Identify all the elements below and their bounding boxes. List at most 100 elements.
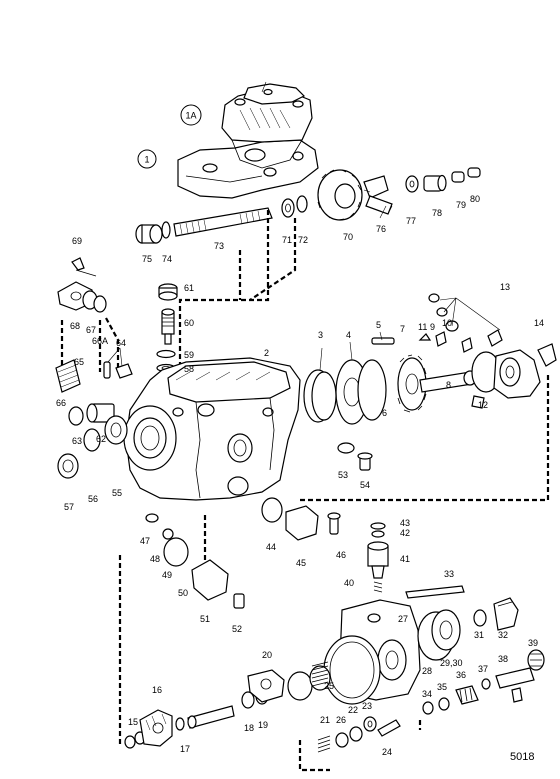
delivery-valve-parts [422, 649, 545, 715]
front-seal-stack [57, 415, 128, 479]
label-part-36: 36 [456, 670, 466, 680]
label-part-40: 40 [344, 578, 354, 588]
label-part-63: 63 [72, 436, 82, 446]
label-part-15: 15 [128, 717, 138, 727]
label-part-23: 23 [362, 701, 372, 711]
label-part-17: 17 [180, 744, 190, 754]
label-part-68: 68 [70, 321, 80, 331]
label-part-71: 71 [282, 235, 292, 245]
label-part-32: 32 [498, 630, 508, 640]
label-part-76: 76 [376, 224, 386, 234]
label-part-13: 13 [500, 282, 510, 292]
label-part-6: 6 [382, 408, 387, 418]
label-part-28: 28 [422, 666, 432, 676]
label-part-42: 42 [400, 528, 410, 538]
label-part-45: 45 [296, 558, 306, 568]
label-part-74: 74 [162, 254, 172, 264]
label-part-31: 31 [474, 630, 484, 640]
label-part-48: 48 [150, 554, 160, 564]
label-part-61: 61 [184, 283, 194, 293]
label-part-39: 39 [528, 638, 538, 648]
label-part-19: 19 [258, 720, 268, 730]
label-part-53: 53 [338, 470, 348, 480]
label-part-3: 3 [318, 330, 323, 340]
label-part-67: 67 [86, 325, 96, 335]
label-part-52: 52 [232, 624, 242, 634]
label-part-38: 38 [498, 654, 508, 664]
figure-code: 5018 [510, 751, 534, 763]
cover-plates [145, 497, 341, 609]
callout-circle-1a [180, 104, 202, 126]
label-part-72: 72 [298, 235, 308, 245]
label-part-43: 43 [400, 518, 410, 528]
assembly-path-lines [60, 210, 550, 772]
label-part-4: 4 [346, 330, 351, 340]
label-part-47: 47 [140, 536, 150, 546]
label-part-69: 69 [72, 236, 82, 246]
pump-housing [123, 357, 301, 501]
label-part-33: 33 [444, 569, 454, 579]
label-part-41: 41 [400, 554, 410, 564]
label-part-51: 51 [200, 614, 210, 624]
label-part-62: 62 [96, 434, 106, 444]
label-part-2: 2 [264, 348, 269, 358]
label-part-59: 59 [184, 350, 194, 360]
label-part-46: 46 [336, 550, 346, 560]
label-part-20: 20 [262, 650, 272, 660]
label-part-78: 78 [432, 208, 442, 218]
label-part-65: 65 [74, 357, 84, 367]
hydraulic-head [323, 585, 519, 705]
label-part-14: 14 [534, 318, 544, 328]
label-part-34: 34 [422, 689, 432, 699]
left-small-parts [55, 257, 178, 426]
stop-solenoid [367, 522, 389, 593]
label-part-35: 35 [437, 682, 447, 692]
label-part-12: 12 [478, 400, 488, 410]
label-part-9: 9 [430, 322, 435, 332]
drive-gear-assembly [303, 293, 557, 471]
label-part-80: 80 [470, 194, 480, 204]
label-part-5: 5 [376, 320, 381, 330]
label-part-26: 26 [336, 715, 346, 725]
label-part-58: 58 [184, 364, 194, 374]
label-part-37: 37 [478, 664, 488, 674]
bottom-parts-row [124, 661, 401, 753]
label-part-25: 25 [324, 681, 334, 691]
label-part-27: 27 [398, 614, 408, 624]
label-part-54: 54 [360, 480, 370, 490]
governor-housing [177, 83, 319, 199]
callout-1a: 1A [185, 111, 196, 121]
label-part-66: 66 [56, 398, 66, 408]
label-part-10: 10 [442, 318, 452, 328]
label-part-24: 24 [382, 747, 392, 757]
label-part-50: 50 [178, 588, 188, 598]
label-part-70: 70 [343, 232, 353, 242]
label-part-75: 75 [142, 254, 152, 264]
part-number-labels: 2 3 4 5 6 7 8 9 10 11 12 13 14 15 16 17 … [56, 194, 544, 757]
label-part-55: 55 [112, 488, 122, 498]
label-part-73: 73 [214, 241, 224, 251]
label-part-44: 44 [266, 542, 276, 552]
label-part-18: 18 [244, 723, 254, 733]
label-part-60: 60 [184, 318, 194, 328]
label-part-79: 79 [456, 200, 466, 210]
label-part-11: 11 [418, 322, 427, 332]
label-part-21: 21 [320, 715, 330, 725]
callout-1: 1 [144, 155, 149, 165]
label-part-77: 77 [406, 216, 416, 226]
label-part-16: 16 [152, 685, 162, 695]
label-part-22: 22 [348, 705, 358, 715]
label-part-8: 8 [446, 380, 451, 390]
label-part-56: 56 [88, 494, 98, 504]
label-part-66a: 66A [92, 336, 108, 346]
label-part-49: 49 [162, 570, 172, 580]
leader-lines [107, 81, 501, 371]
circled-callouts: 1A 1 [137, 104, 202, 169]
callout-circle-1 [137, 149, 157, 169]
label-part-64: 64 [116, 338, 126, 348]
drive-shaft-row [135, 167, 481, 244]
label-part-57: 57 [64, 502, 74, 512]
label-part-29-30: 29,30 [440, 658, 463, 668]
label-part-7: 7 [400, 324, 405, 334]
